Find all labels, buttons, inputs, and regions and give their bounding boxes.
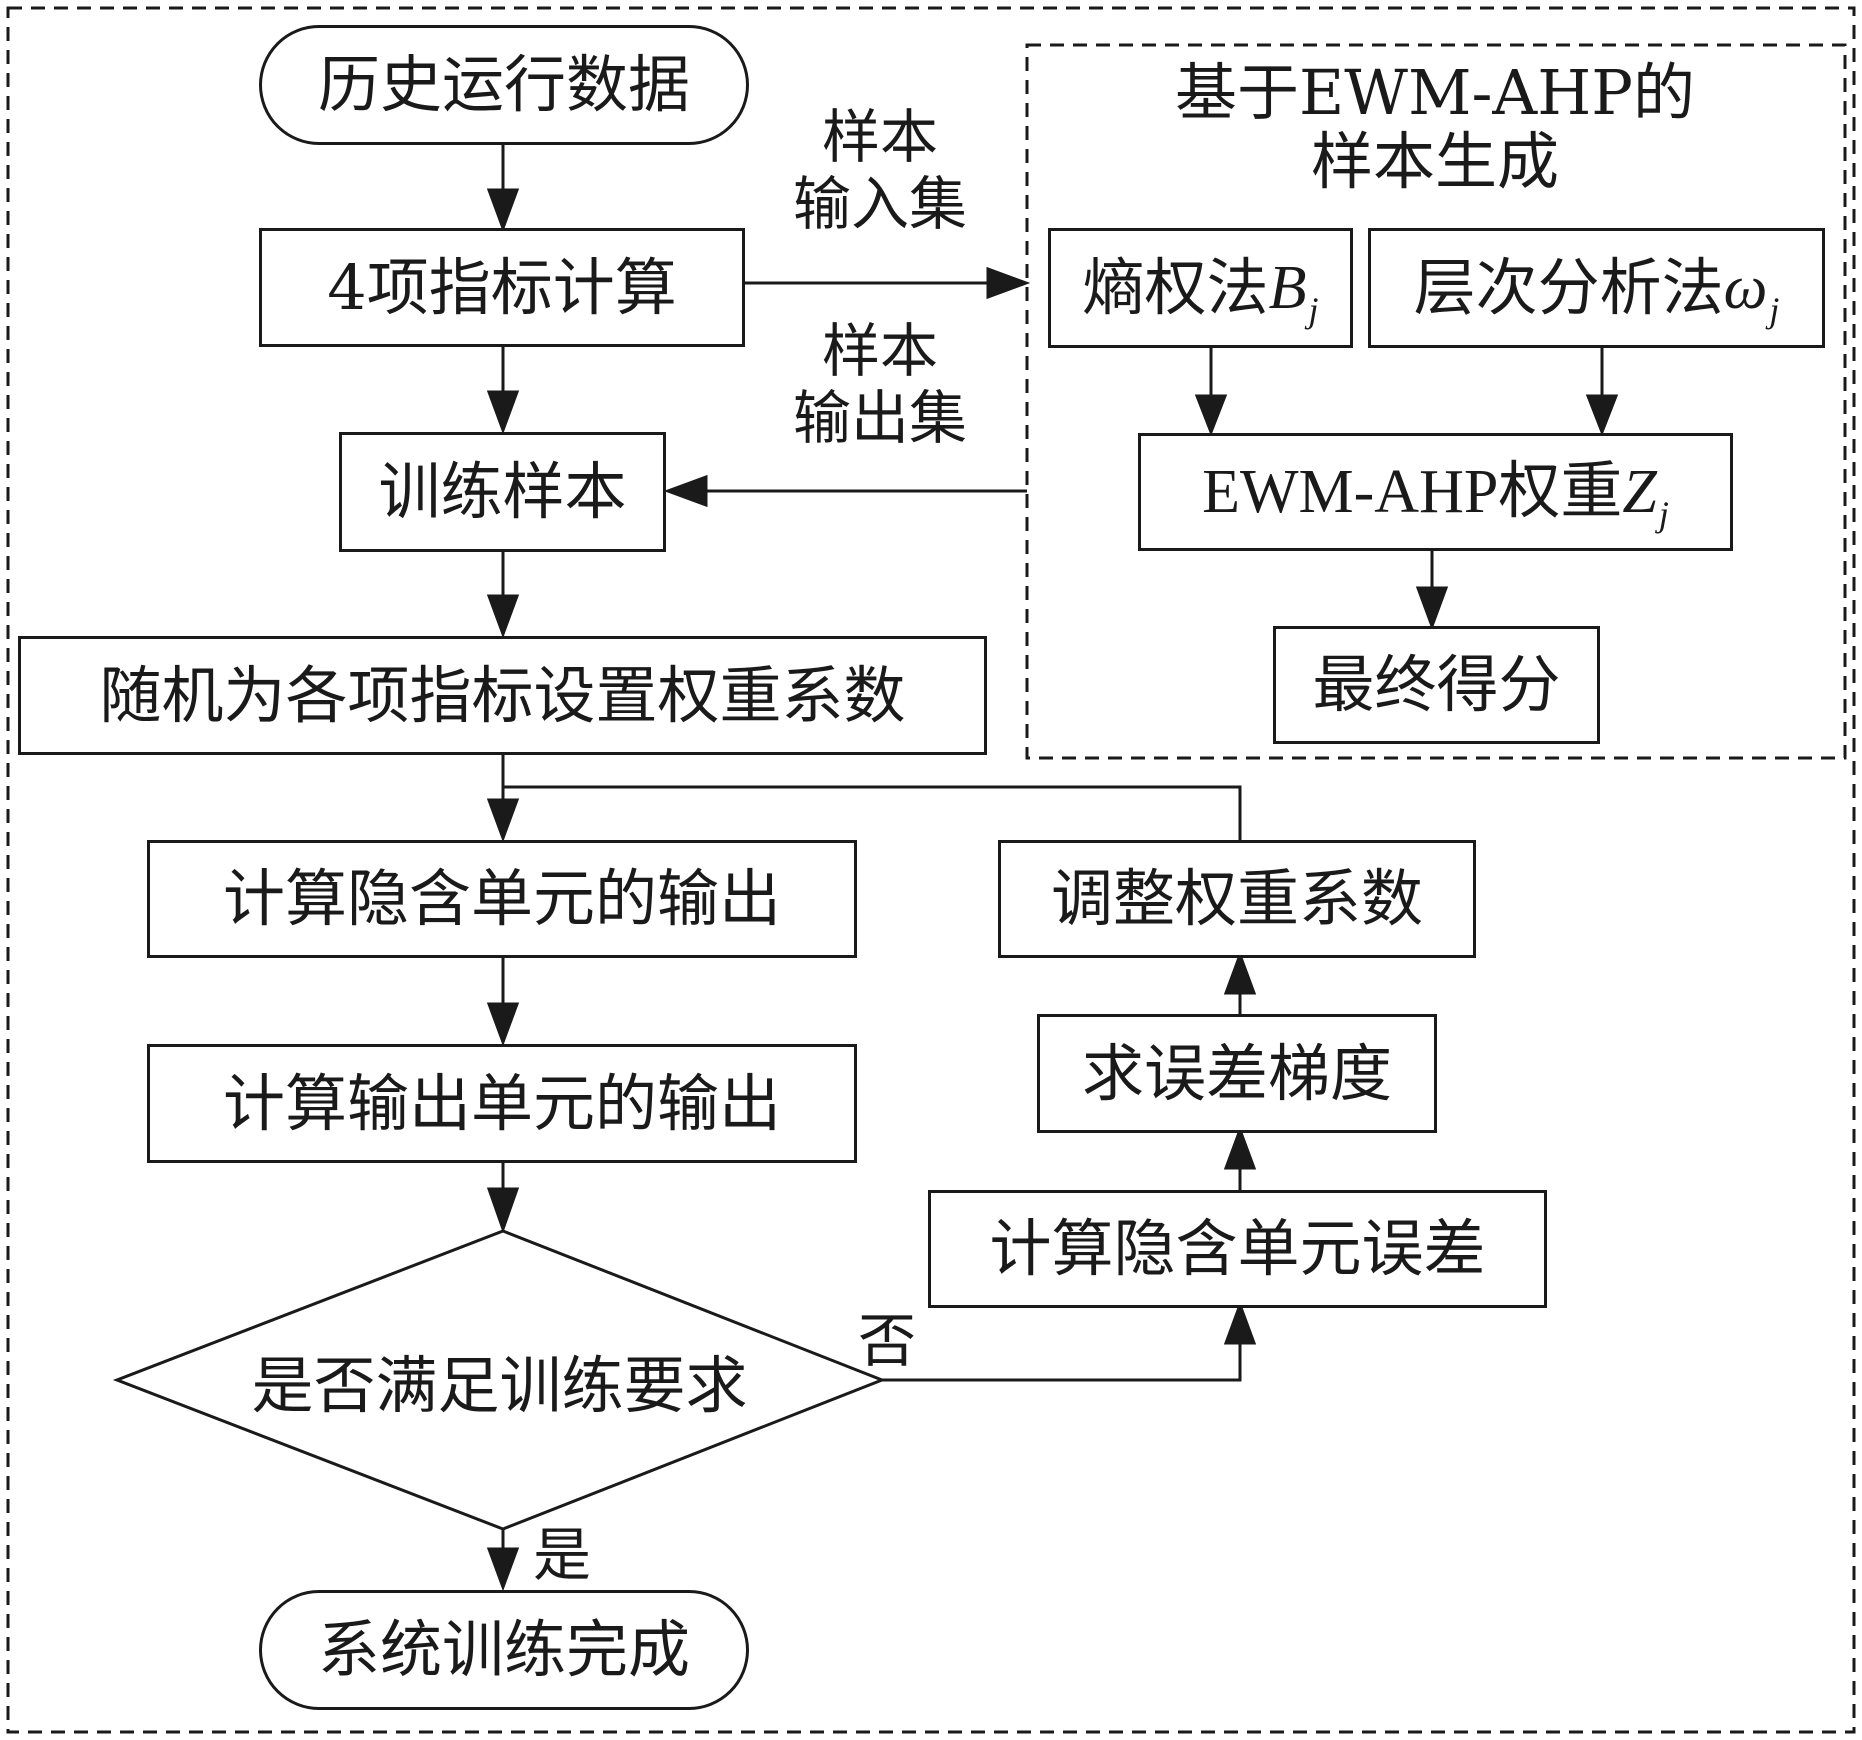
entropy-method-label: 熵权法 [1082, 251, 1269, 324]
ewm-ahp-title-line2: 样本生成 [1310, 125, 1559, 199]
combined-subscript: j [1658, 494, 1669, 534]
final-score-label: 最终得分 [1312, 648, 1561, 721]
output-set-label: 样本 输出集 [760, 318, 1000, 451]
decision-diamond [112, 1229, 887, 1531]
output-unit-box: 计算输出单元的输出 [147, 1044, 857, 1163]
start-historical-data: 历史运行数据 [259, 25, 749, 145]
end-training-done: 系统训练完成 [259, 1590, 749, 1710]
combined-weight-label: EWM-AHP权重 [1202, 458, 1623, 526]
random-weights-label: 随机为各项指标设置权重系数 [99, 658, 906, 732]
entropy-symbol: B [1268, 254, 1307, 322]
input-set-line1: 样本 [821, 103, 938, 171]
arrow-decision-no-to-hidden-error [882, 1341, 1242, 1382]
historical-data-label: 历史运行数据 [317, 48, 690, 121]
hidden-error-box: 计算隐含单元误差 [928, 1190, 1547, 1308]
hidden-output-box: 计算隐含单元的输出 [147, 840, 857, 958]
output-unit-label: 计算输出单元的输出 [222, 1066, 781, 1140]
ahp-symbol: ω [1723, 254, 1768, 322]
final-score-box: 最终得分 [1273, 626, 1600, 744]
adjust-weights-box: 调整权重系数 [998, 840, 1476, 958]
error-gradient-label: 求误差梯度 [1081, 1036, 1392, 1110]
yes-label: 是 [533, 1521, 592, 1589]
decision-text: 是否满足训练要求 [117, 1340, 882, 1422]
output-set-line2: 输出集 [792, 383, 967, 452]
indicator-calc-box: 4项指标计算 [259, 228, 745, 347]
output-set-line1: 样本 [821, 317, 938, 385]
ahp-subscript: j [1769, 290, 1780, 330]
ewm-ahp-title: 基于EWM-AHP的 样本生成 [1035, 58, 1835, 197]
training-done-label: 系统训练完成 [317, 1613, 690, 1686]
decision-label: 是否满足训练要求 [251, 1349, 748, 1422]
indicator-calc-label: 4项指标计算 [327, 250, 677, 324]
hidden-output-label: 计算隐含单元的输出 [222, 862, 781, 935]
error-gradient-box: 求误差梯度 [1037, 1014, 1437, 1133]
ewm-ahp-title-line1: 基于EWM-AHP的 [1175, 56, 1695, 129]
no-label: 否 [858, 1307, 917, 1375]
combined-symbol: Z [1622, 458, 1657, 526]
input-set-label: 样本 输入集 [760, 104, 1000, 237]
adjust-weights-label: 调整权重系数 [1050, 862, 1423, 935]
input-set-line2: 输入集 [792, 169, 967, 238]
ahp-method-label: 层次分析法 [1413, 251, 1724, 324]
outer-dashed-frame [6, 6, 1856, 1734]
hidden-error-label: 计算隐含单元误差 [989, 1212, 1486, 1285]
training-samples-label: 训练样本 [378, 455, 627, 528]
entropy-subscript: j [1308, 290, 1319, 330]
training-samples-box: 训练样本 [339, 432, 666, 552]
loop-adjust-weights-to-main [503, 785, 1242, 840]
ewm-ahp-dashed-frame [1025, 43, 1847, 760]
random-weights-box: 随机为各项指标设置权重系数 [18, 636, 987, 755]
